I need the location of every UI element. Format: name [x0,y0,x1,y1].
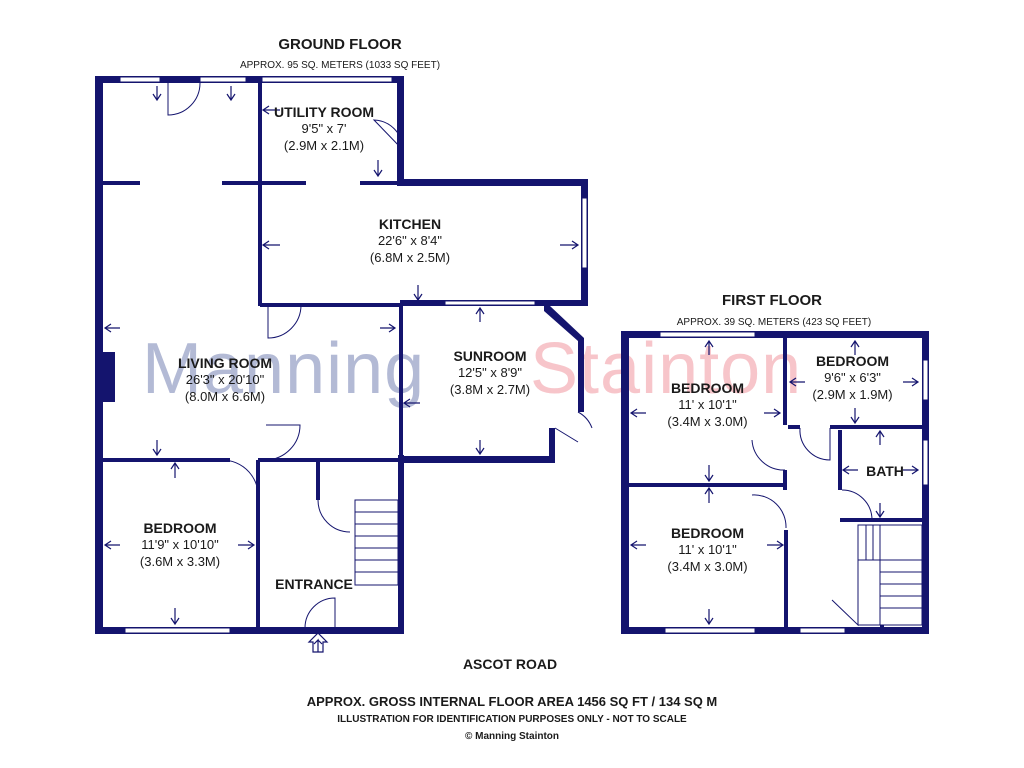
room-dimensions-metric: (3.6M x 3.3M) [139,554,221,569]
room-dimensions-metric: (3.8M x 2.7M) [449,382,531,397]
street-name: ASCOT ROAD [462,656,558,672]
room-living: LIVING ROOM 26'3" x 20'10" (8.0M x 6.6M) [150,355,300,405]
room-dimensions-imperial: 26'3" x 20'10" [185,372,265,387]
ground-floor-internal-walls [103,83,403,630]
first-floor-area: APPROX. 39 SQ. METERS (423 SQ FEET) [676,317,872,328]
room-utility: UTILITY ROOM 9'5" x 7' (2.9M x 2.1M) [262,104,386,154]
ground-floor-title: GROUND FLOOR [278,36,402,53]
room-name: KITCHEN [378,216,442,232]
room-name: BEDROOM [670,380,745,396]
gross-area: APPROX. GROSS INTERNAL FLOOR AREA 1456 S… [306,694,718,709]
room-ground-bedroom: BEDROOM 11'9" x 10'10" (3.6M x 3.3M) [110,520,250,570]
room-dimensions-imperial: 12'5" x 8'9" [457,365,523,380]
room-dimensions-imperial: 9'6" x 6'3" [824,370,881,385]
room-sunroom: SUNROOM 12'5" x 8'9" (3.8M x 2.7M) [420,348,560,398]
copyright: © Manning Stainton [464,731,560,742]
room-dimensions-metric: (8.0M x 6.6M) [184,389,266,404]
room-name: BEDROOM [143,520,217,536]
room-entrance: ENTRANCE [275,576,353,592]
room-dimensions-metric: (2.9M x 2.1M) [283,138,365,153]
room-name: BEDROOM [815,353,890,369]
room-dimensions-imperial: 22'6" x 8'4" [377,233,443,248]
room-name: LIVING ROOM [177,355,273,371]
room-dimensions-metric: (2.9M x 1.9M) [812,387,893,402]
dimension-arrows-first [629,339,920,626]
room-name: UTILITY ROOM [273,104,375,120]
room-bath: BATH [866,463,904,479]
room-dimensions-imperial: 11' x 10'1" [678,397,737,412]
disclaimer: ILLUSTRATION FOR IDENTIFICATION PURPOSES… [337,714,687,725]
dimension-arrows-ground [103,86,580,653]
ground-floor-doors [167,82,593,629]
room-dimensions-metric: (3.4M x 3.0M) [667,414,748,429]
ground-floor-area: APPROX. 95 SQ. METERS (1033 SQ FEET) [239,60,441,71]
room-first-bedroom-2: BEDROOM 9'6" x 6'3" (2.9M x 1.9M) [790,353,915,403]
first-floor-title: FIRST FLOOR [722,292,822,309]
room-kitchen: KITCHEN 22'6" x 8'4" (6.8M x 2.5M) [340,216,480,266]
ground-floor-stairs [354,499,399,586]
room-dimensions-metric: (3.4M x 3.0M) [667,559,748,574]
watermark-manning: Manning [142,329,426,409]
room-dimensions-imperial: 11'9" x 10'10" [141,537,219,552]
room-dimensions-imperial: 11' x 10'1" [678,542,737,557]
ground-floor-windows [119,76,588,634]
first-floor-windows [659,331,929,634]
first-floor-stairs [857,524,923,626]
room-name: BEDROOM [670,525,745,541]
room-name: SUNROOM [453,348,527,364]
room-first-bedroom-1: BEDROOM 11' x 10'1" (3.4M x 3.0M) [640,380,775,430]
watermark-stainton: Stainton [530,329,803,409]
room-first-bedroom-3: BEDROOM 11' x 10'1" (3.4M x 3.0M) [640,525,775,575]
room-dimensions-metric: (6.8M x 2.5M) [369,250,451,265]
room-dimensions-imperial: 9'5" x 7' [301,121,347,136]
